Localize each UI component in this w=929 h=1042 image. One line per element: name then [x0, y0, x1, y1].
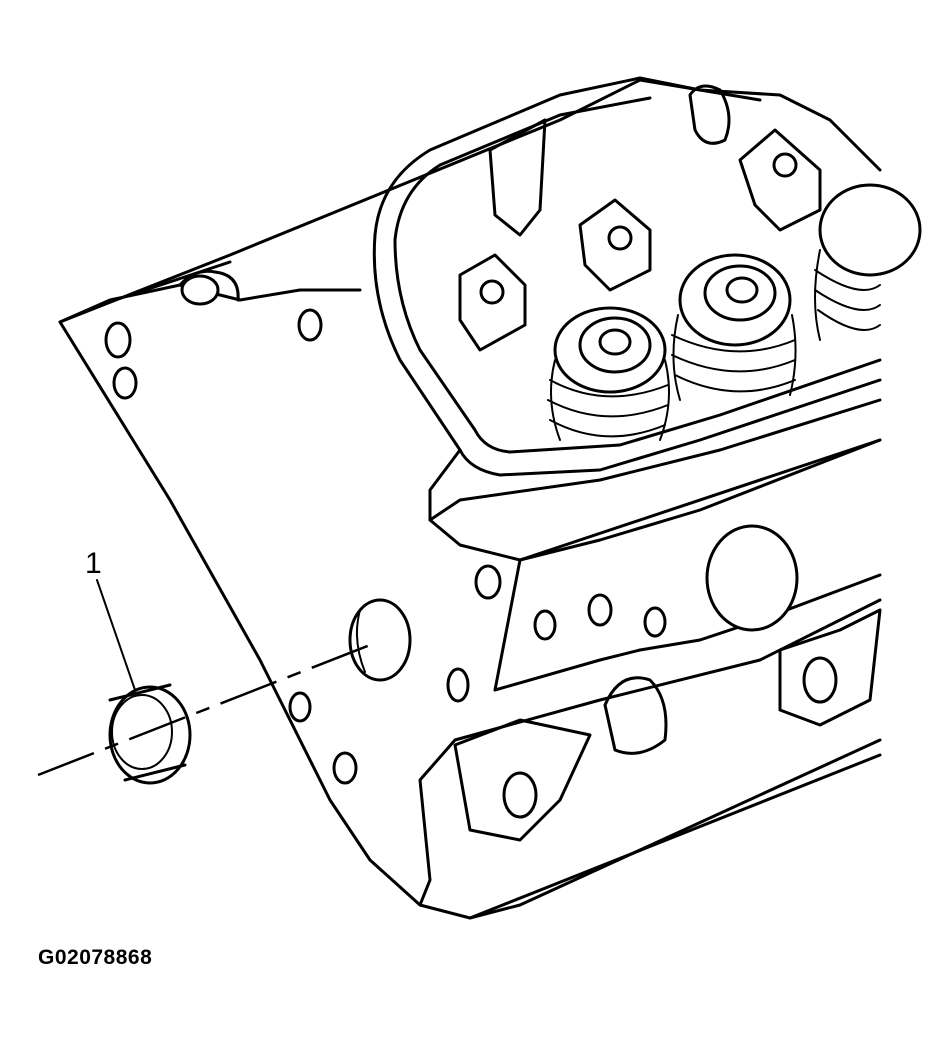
side-hole-3 — [297, 308, 323, 342]
valve-cover-rail — [372, 76, 882, 562]
deck-hole-2 — [533, 609, 557, 641]
side-hole-5 — [288, 691, 312, 723]
side-hole-7 — [180, 274, 220, 306]
deck-hole-1 — [474, 564, 502, 600]
side-hole-4 — [446, 667, 470, 703]
deck-hole-4 — [643, 606, 667, 638]
valve-spring-2 — [671, 253, 797, 401]
coolant-port — [705, 524, 799, 632]
lower-bosses — [453, 608, 882, 842]
side-face-holes — [104, 274, 470, 785]
valve-spring-1 — [547, 306, 670, 441]
valve-spring-3 — [814, 183, 922, 341]
core-plug-bore — [348, 598, 412, 682]
installation-centerline — [37, 643, 371, 777]
callout-label-1: 1 — [85, 547, 102, 580]
rocker-pedestals — [458, 84, 822, 352]
side-hole-2 — [112, 366, 138, 400]
callout-leader-1 — [96, 579, 136, 691]
side-hole-6 — [332, 751, 358, 785]
core-plug — [108, 683, 192, 785]
deck-face — [474, 438, 882, 692]
deck-hole-3 — [587, 593, 613, 627]
figure-id: G02078868 — [38, 946, 153, 969]
side-hole-1 — [104, 321, 132, 359]
